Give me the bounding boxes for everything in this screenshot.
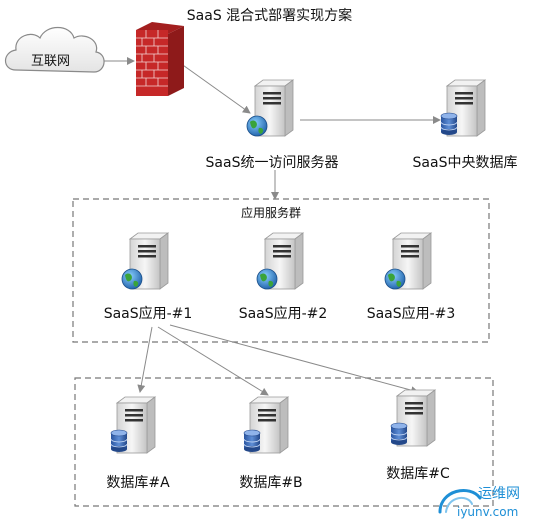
central-db-server-icon xyxy=(440,79,487,137)
app-server-icon-2 xyxy=(256,232,305,290)
connector-app1-db-b xyxy=(157,326,269,396)
firewall-icon xyxy=(136,22,184,96)
db-server-icon-c xyxy=(390,389,437,447)
app-server-icon-1 xyxy=(121,232,170,290)
app-server-icon-3 xyxy=(384,232,433,290)
app-group-title: 应用服务群 xyxy=(241,206,302,220)
globe-icon xyxy=(384,268,406,290)
internet-label: 互联网 xyxy=(31,54,71,69)
app-label-2: SaaS应用-#2 xyxy=(238,306,328,322)
page-title: SaaS 混合式部署实现方案 xyxy=(186,8,353,24)
cloud-icon xyxy=(4,26,105,73)
watermark-text-cn: 运维网 xyxy=(478,486,520,502)
access-server-icon xyxy=(246,79,295,137)
globe-icon xyxy=(256,268,278,290)
connector-firewall-access-server xyxy=(179,62,251,114)
connectors xyxy=(103,57,441,396)
database-icon xyxy=(243,429,261,452)
app-label-1: SaaS应用-#1 xyxy=(103,306,193,322)
watermark-text-en: iyunv.com xyxy=(457,505,519,519)
database-icon xyxy=(440,112,458,135)
watermark-logo-icon xyxy=(438,489,482,514)
connector-app1-db-a xyxy=(137,326,153,393)
globe-icon xyxy=(121,268,143,290)
access-server-label: SaaS统一访问服务器 xyxy=(205,155,339,171)
db-label-a: 数据库#A xyxy=(106,475,170,491)
db-label-c: 数据库#C xyxy=(386,466,450,482)
app-label-3: SaaS应用-#3 xyxy=(366,306,456,322)
central-db-label: SaaS中央数据库 xyxy=(412,155,518,171)
connector-app1-db-c xyxy=(169,324,419,395)
db-server-icon-b xyxy=(243,396,290,454)
database-icon xyxy=(110,429,128,452)
database-icon xyxy=(390,422,408,445)
db-label-b: 数据库#B xyxy=(239,475,303,491)
database-group-box xyxy=(74,377,494,507)
globe-icon xyxy=(246,115,268,137)
db-server-icon-a xyxy=(110,396,157,454)
